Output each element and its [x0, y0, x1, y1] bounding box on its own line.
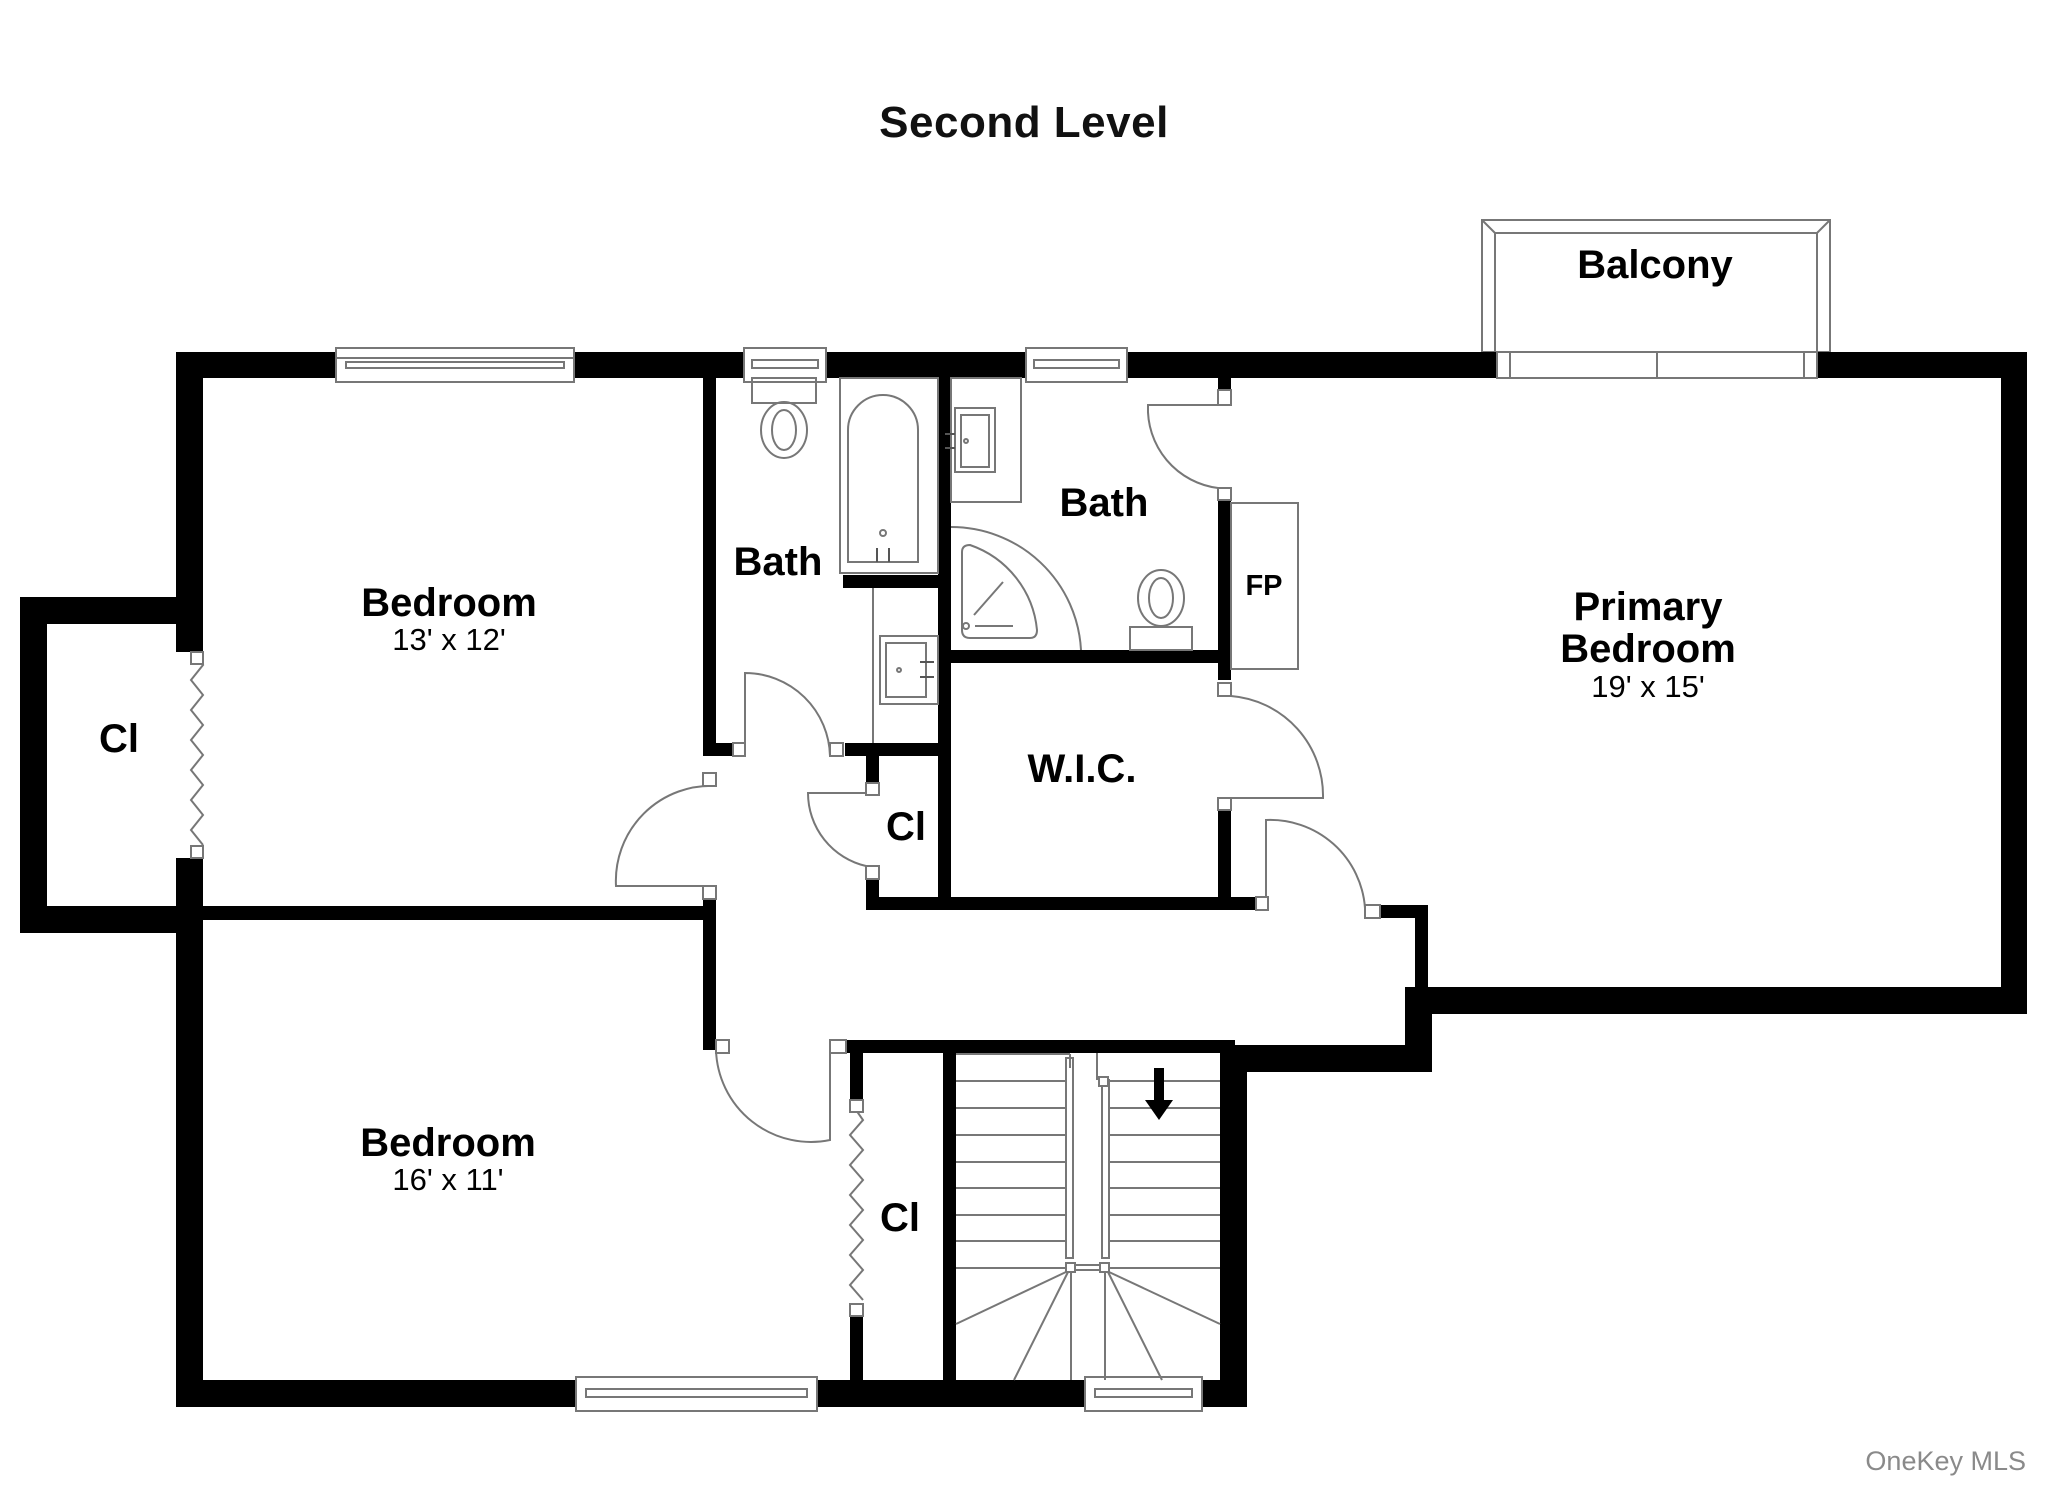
- room-label: Bedroom: [361, 581, 537, 625]
- windows: [335, 347, 1818, 1412]
- room-dimensions: 13' x 12': [392, 622, 506, 657]
- bathtub-icon: [839, 377, 939, 574]
- closet-bottom-label: Cl: [880, 1196, 920, 1240]
- bedroom-1: Bedroom 13' x 12': [361, 581, 537, 657]
- doors: [189, 389, 1381, 1317]
- shower-icon: [950, 525, 1082, 651]
- fixtures: [751, 377, 1299, 743]
- primary-bedroom: Primary Bedroom 19' x 15': [1560, 585, 1736, 704]
- sink-icon: [879, 635, 939, 705]
- room-dimensions: 19' x 15': [1591, 669, 1705, 704]
- room-label: Bedroom: [360, 1121, 536, 1165]
- wic-label: W.I.C.: [1028, 747, 1137, 791]
- room-label-line2: Bedroom: [1560, 627, 1736, 671]
- walls: [20, 352, 2027, 1407]
- toilet-icon: [1129, 626, 1193, 651]
- bath-1-label: Bath: [734, 540, 823, 584]
- closet-hall-label: Cl: [886, 805, 926, 849]
- fireplace-icon: [1230, 502, 1299, 670]
- room-labels: Bedroom 13' x 12' Bedroom 16' x 11' Prim…: [99, 481, 1736, 1240]
- balcony-label: Balcony: [1577, 243, 1733, 287]
- sink-icon: [954, 407, 996, 473]
- room-label-line1: Primary: [1574, 585, 1724, 629]
- bedroom-2: Bedroom 16' x 11': [360, 1121, 536, 1197]
- page-title: Second Level: [879, 98, 1169, 147]
- fireplace-label: FP: [1245, 570, 1282, 602]
- bath-2-label: Bath: [1060, 481, 1149, 525]
- balcony: Balcony: [1481, 219, 1831, 353]
- closet-left-label: Cl: [99, 717, 139, 761]
- watermark: OneKey MLS: [1865, 1446, 2026, 1476]
- staircase: [955, 1053, 1221, 1381]
- down-arrow-icon: [1145, 1068, 1173, 1120]
- room-dimensions: 16' x 11': [392, 1162, 503, 1197]
